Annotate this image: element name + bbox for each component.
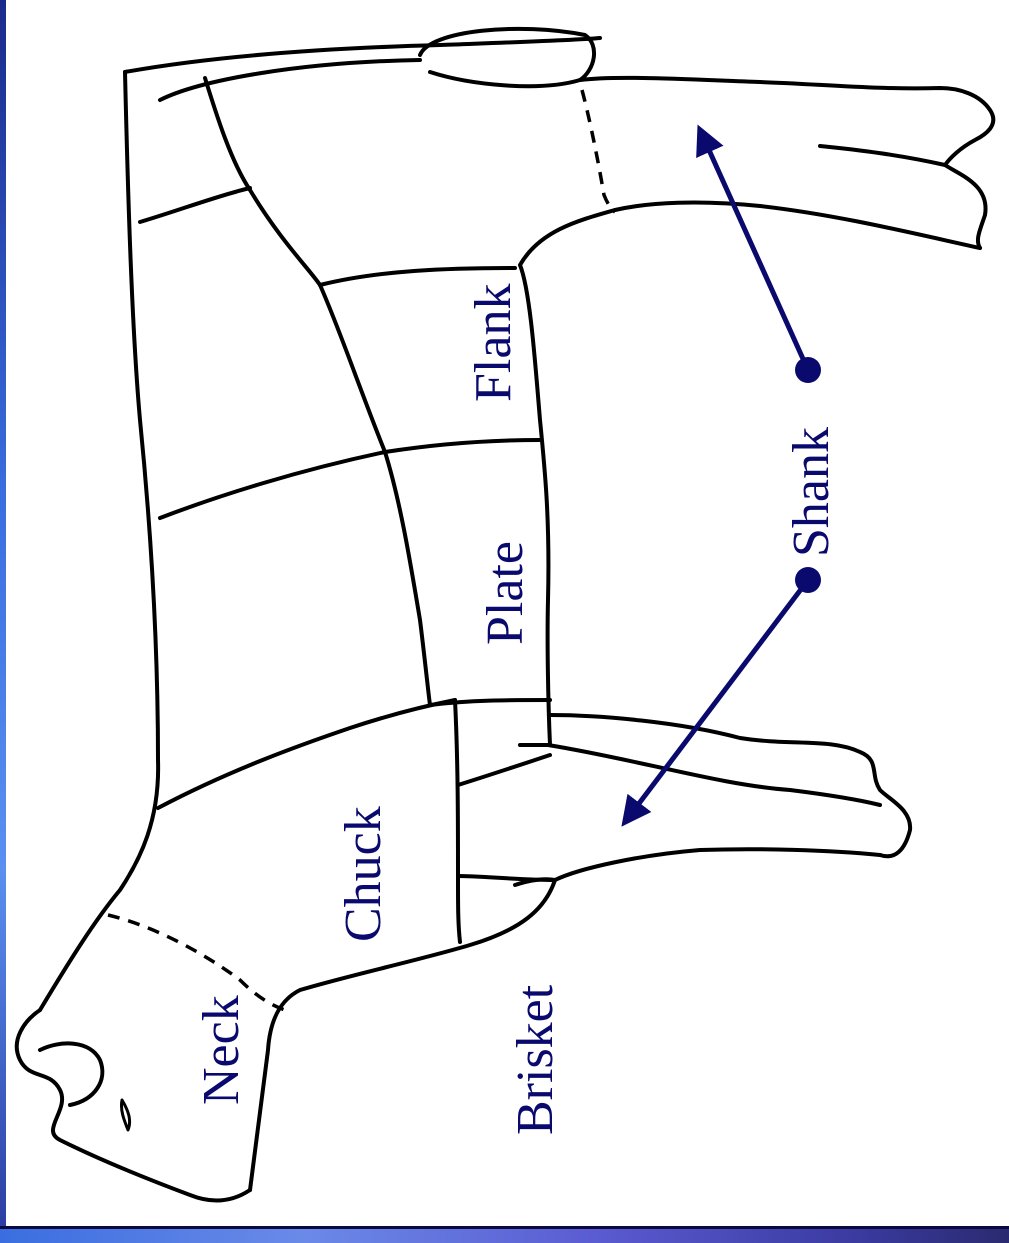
muzzle (40, 1043, 102, 1105)
chuck-brisket-line (455, 700, 460, 942)
front-leg-mid (548, 745, 880, 805)
flank-plate-line (385, 440, 540, 452)
hind-shank-arrow-dot (795, 357, 821, 383)
hind-shank-dashed-line (582, 90, 615, 212)
cut-labels: Flank Plate Chuck Neck Brisket Shank (193, 284, 840, 1135)
tail-inner (160, 60, 420, 100)
eye (121, 1100, 129, 1130)
hind-leg-mid (820, 146, 945, 165)
front-leg-outer (550, 715, 910, 856)
slide-bottom-frame (0, 1226, 1009, 1243)
round-line (205, 78, 320, 285)
rib-line (160, 452, 385, 518)
hind-leg-inner (615, 203, 980, 248)
foreshank-line (458, 755, 550, 785)
fore-shank-arrow-dot (795, 567, 821, 593)
loin-flank-line (320, 285, 430, 705)
label-brisket: Brisket (507, 984, 564, 1135)
tail (420, 29, 594, 86)
chuck-rib-line (158, 700, 455, 808)
label-neck: Neck (193, 995, 250, 1105)
label-shank: Shank (783, 427, 840, 557)
label-flank: Flank (465, 284, 522, 402)
fore-shank-arrow (625, 580, 808, 822)
back-line (40, 72, 158, 1010)
rump-line (125, 38, 600, 72)
hind-shank-arrow (700, 130, 808, 370)
shortloin-line (320, 268, 515, 285)
sirloin-line (140, 188, 250, 222)
flank-belly (520, 210, 615, 745)
label-chuck: Chuck (335, 806, 392, 942)
label-plate: Plate (477, 541, 534, 645)
front-leg-inner (555, 849, 880, 880)
